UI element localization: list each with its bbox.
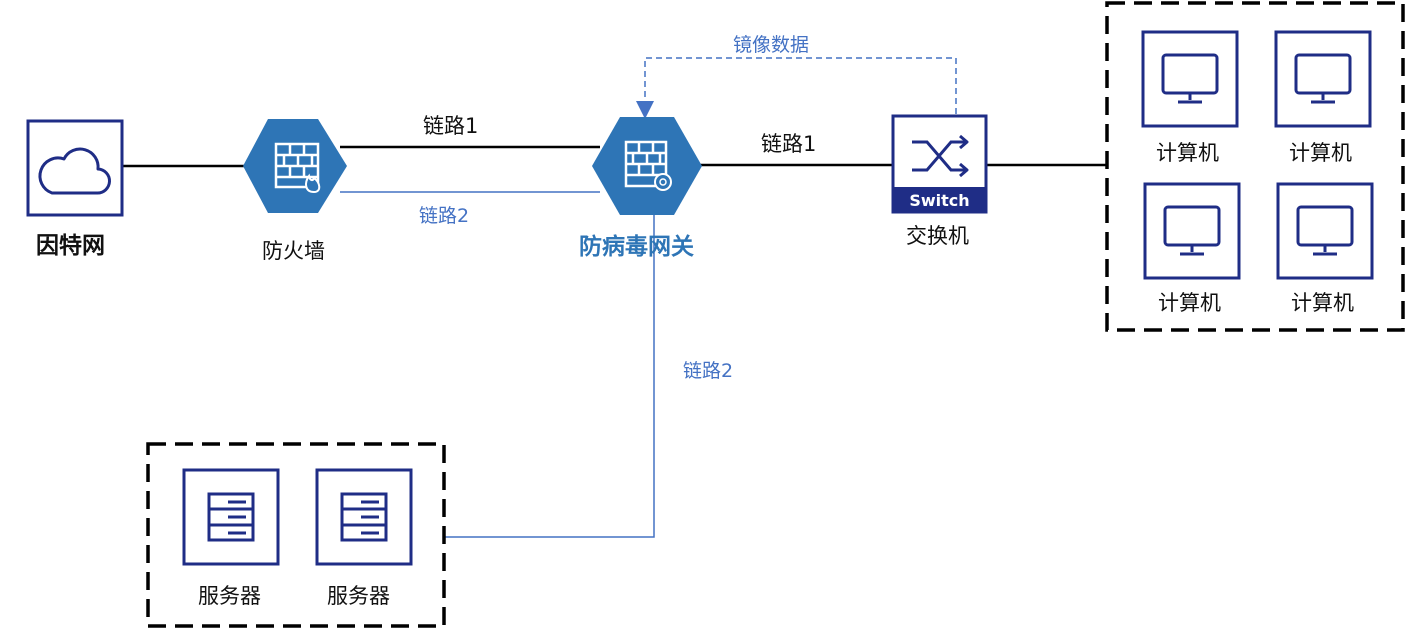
mirror-data-label: 镜像数据 (733, 34, 810, 56)
link1-label-gateway-switch: 链路1 (761, 132, 817, 156)
link2-label-firewall-gateway: 链路2 (419, 205, 470, 227)
gateway-icon (624, 140, 672, 191)
server-2-label: 服务器 (327, 584, 390, 608)
servers-group (146, 442, 446, 628)
computer-4 (1276, 182, 1374, 280)
switch-tag: Switch (909, 191, 969, 210)
server-1 (182, 468, 280, 566)
monitor-icon (1296, 205, 1354, 256)
link2-label-gateway-servers: 链路2 (683, 360, 734, 382)
computer-1 (1141, 30, 1239, 128)
mirror-data-arrow (636, 57, 957, 119)
link2-gateway-servers (444, 208, 655, 538)
switch-node: Switch (891, 114, 988, 214)
switch-icon (912, 134, 969, 178)
firewall-label: 防火墙 (262, 239, 325, 263)
computer-3-label: 计算机 (1158, 291, 1221, 315)
computer-3 (1143, 182, 1241, 280)
computer-1-label: 计算机 (1156, 141, 1219, 165)
firewall-node (243, 119, 347, 213)
internet-label: 因特网 (36, 233, 105, 259)
gateway-label: 防病毒网关 (579, 234, 694, 260)
computer-2 (1274, 30, 1372, 128)
internet-node (26, 119, 124, 217)
monitor-icon (1161, 53, 1219, 104)
computers-group (1105, 1, 1405, 332)
server-2 (315, 468, 413, 566)
cloud-icon (38, 147, 111, 195)
link1-label-firewall-gateway: 链路1 (423, 114, 479, 138)
monitor-icon (1294, 53, 1352, 104)
computer-4-label: 计算机 (1291, 291, 1354, 315)
server-icon (207, 492, 255, 542)
server-1-label: 服务器 (198, 584, 261, 608)
firewall-icon (274, 142, 321, 194)
gateway-node (592, 117, 702, 215)
monitor-icon (1163, 205, 1221, 256)
switch-label: 交换机 (906, 224, 969, 248)
server-icon (340, 492, 388, 542)
computer-2-label: 计算机 (1289, 141, 1352, 165)
